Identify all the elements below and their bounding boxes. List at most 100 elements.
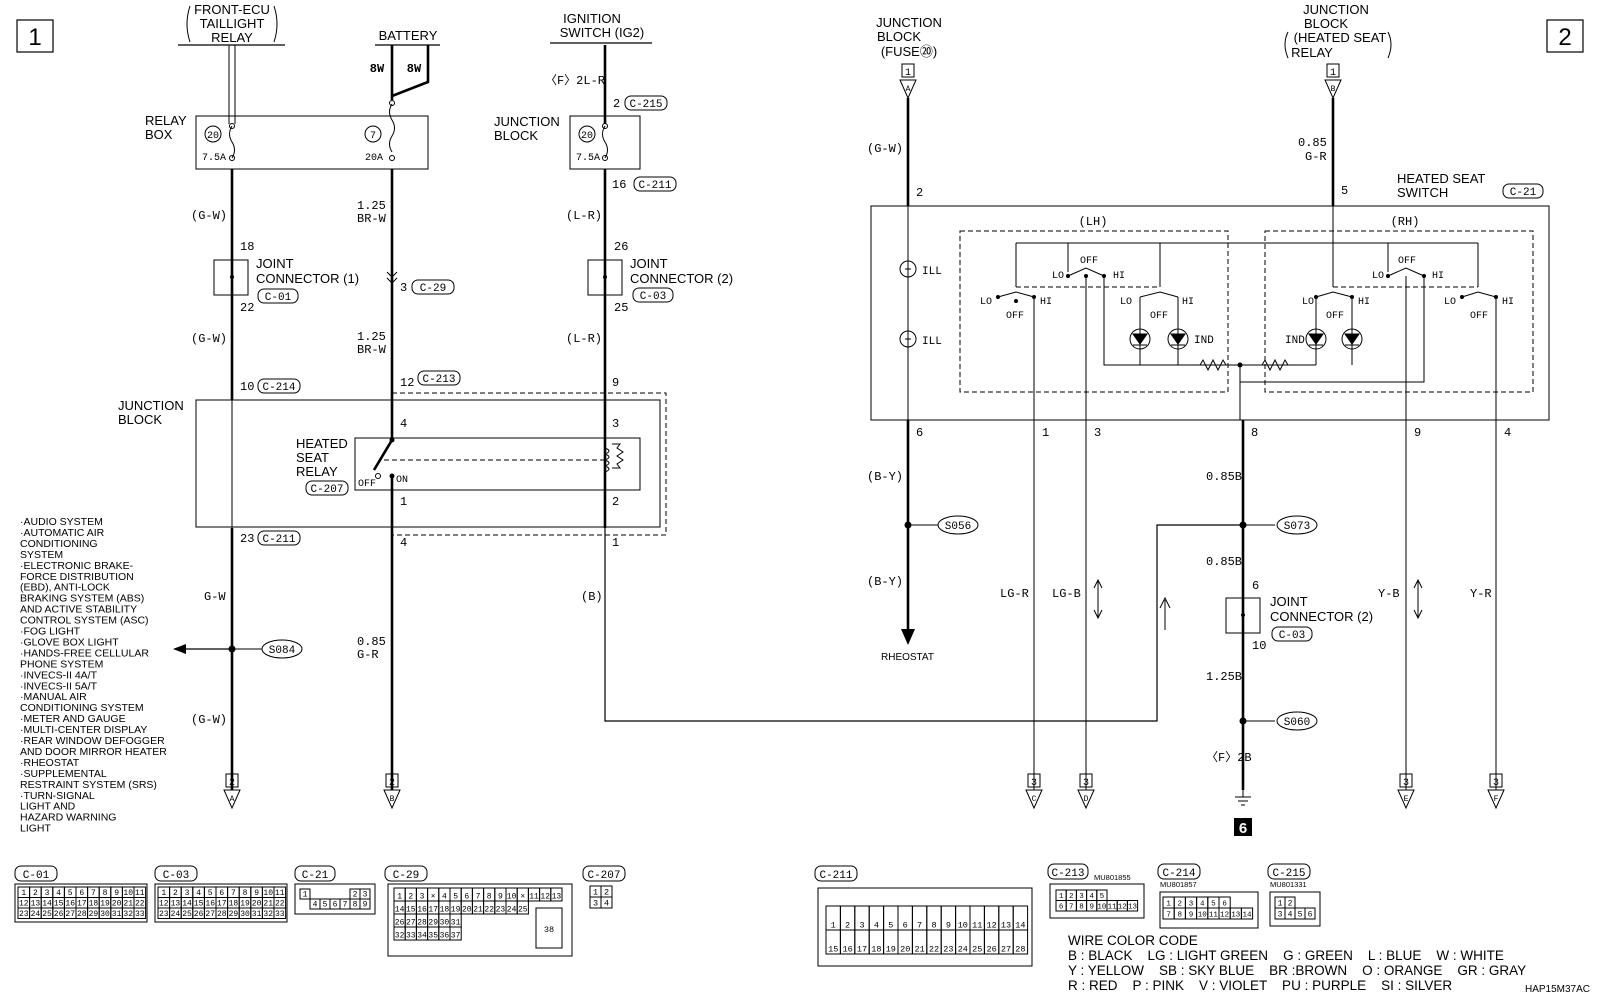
connector-label: C-29 xyxy=(393,870,419,882)
pin-number: 11 xyxy=(275,889,285,898)
pin-number: 10 xyxy=(507,893,517,902)
pin-number: 3 xyxy=(363,891,368,900)
pin-number: 1 xyxy=(831,921,836,931)
svg-text:TAILLIGHT: TAILLIGHT xyxy=(200,16,265,31)
pin-number: 32 xyxy=(123,910,133,919)
pin-number: 2 xyxy=(1288,900,1293,909)
pin-number: 3 xyxy=(185,889,190,898)
pin-number: 22 xyxy=(484,906,494,915)
pin-number: 2 xyxy=(604,888,609,898)
pin-number: 27 xyxy=(406,919,416,928)
pin-number: 2 xyxy=(845,921,850,931)
pin-number: 5 xyxy=(1298,911,1303,920)
svg-text:RELAY: RELAY xyxy=(1291,45,1333,60)
junction-block-middle: JUNCTION BLOCK 10 C-214 12 C-213 9 HEATE… xyxy=(118,370,667,550)
svg-text:A: A xyxy=(230,795,235,804)
svg-text:20: 20 xyxy=(207,131,219,142)
system-item: FORCE DISTRIBUTION xyxy=(20,571,134,583)
svg-text:JUNCTION: JUNCTION xyxy=(118,398,184,413)
connector-label: C-211 xyxy=(819,870,852,882)
pin-number: 13 xyxy=(552,893,562,902)
svg-text:7.5A: 7.5A xyxy=(576,153,600,164)
pin-number: 18 xyxy=(871,945,881,955)
battery-header: BATTERY 8W 8W xyxy=(370,28,440,76)
svg-text:JUNCTION: JUNCTION xyxy=(494,114,560,129)
svg-text:0.85: 0.85 xyxy=(357,635,386,649)
pin-number: 22 xyxy=(135,900,145,909)
pin-number: 34 xyxy=(417,932,427,941)
svg-text:G-R: G-R xyxy=(357,648,379,662)
pin-number: 33 xyxy=(135,910,145,919)
svg-text:S060: S060 xyxy=(1284,717,1310,729)
pin-number: 24 xyxy=(958,945,968,955)
svg-text:CONNECTOR (2): CONNECTOR (2) xyxy=(630,271,733,286)
pin-number: 2 xyxy=(33,889,38,898)
pin-number: 5 xyxy=(453,893,458,902)
pin-number: 31 xyxy=(112,910,122,919)
pin-number: 25 xyxy=(972,945,982,955)
pin-number: 4 xyxy=(874,921,879,931)
svg-text:3: 3 xyxy=(1083,778,1089,789)
pin-number: 17 xyxy=(857,945,867,955)
connector-label: C-21 xyxy=(302,870,329,882)
pin-number: 4 xyxy=(1089,893,1094,901)
svg-text:2: 2 xyxy=(613,97,620,111)
system-item: AND ACTIVE STABILITY xyxy=(20,604,137,616)
connector-label: C-214 xyxy=(1162,868,1195,880)
svg-text:RELAY: RELAY xyxy=(296,464,338,479)
jb-hsr-header: JUNCTION BLOCK (HEATED SEAT RELAY xyxy=(1284,2,1392,60)
pin-number: 2 xyxy=(1178,901,1183,909)
svg-text:CONNECTOR (1): CONNECTOR (1) xyxy=(256,271,359,286)
pin-number: 3 xyxy=(1189,901,1194,909)
pin-number: 6 xyxy=(464,893,469,902)
svg-text:BR-W: BR-W xyxy=(357,343,387,357)
svg-text:C-213: C-213 xyxy=(422,374,455,386)
pin-number: 9 xyxy=(498,893,503,902)
system-item: SYSTEM xyxy=(20,549,63,561)
svg-text:Y-R: Y-R xyxy=(1470,587,1492,601)
pin-number: 14 xyxy=(42,900,52,909)
wire-taillight-feed xyxy=(228,45,236,124)
svg-text:(G-W): (G-W) xyxy=(191,713,227,727)
pin-number: 18 xyxy=(89,900,99,909)
pin-number: 17 xyxy=(217,900,227,909)
pin-number: 8 xyxy=(103,889,108,898)
svg-text:C-03: C-03 xyxy=(640,291,666,303)
system-item: ·METER AND GAUGE xyxy=(20,713,126,725)
pin-number: 1 xyxy=(21,889,26,898)
svg-text:D: D xyxy=(1084,795,1089,804)
joint-connector-2-right: 6 10 JOINT CONNECTOR (2) C-03 xyxy=(1225,579,1373,653)
svg-text:HI: HI xyxy=(1358,297,1370,308)
pin-number: 19 xyxy=(451,906,461,915)
system-item: CONTROL SYSTEM (ASC) xyxy=(20,615,149,627)
system-item: ·INVECS-II 4A/T xyxy=(20,669,98,681)
arrow-to-2b: 2 B xyxy=(383,773,401,810)
svg-text:BLOCK: BLOCK xyxy=(1304,16,1348,31)
pin-number: 26 xyxy=(54,910,64,919)
pin-number: 15 xyxy=(54,900,64,909)
svg-text:BR-W: BR-W xyxy=(357,212,387,226)
pin-number: 11 xyxy=(529,893,539,902)
pin-number: 8 xyxy=(1178,912,1183,920)
pin-number: 1 xyxy=(1166,901,1171,909)
svg-text:18: 18 xyxy=(240,240,254,254)
svg-text:S056: S056 xyxy=(945,521,971,533)
pin-number: 6 xyxy=(1308,911,1313,920)
system-item: ·RHEOSTAT xyxy=(20,757,80,769)
svg-text:A: A xyxy=(906,85,911,94)
connector-arrow-3c: 3C xyxy=(1025,773,1043,810)
svg-text:OFF: OFF xyxy=(1326,311,1344,322)
pin-number: 23 xyxy=(19,910,29,919)
svg-text:1: 1 xyxy=(612,536,619,550)
svg-text:C: C xyxy=(1032,795,1037,804)
pin-number: 11 xyxy=(972,921,982,931)
svg-text:RELAY: RELAY xyxy=(211,30,253,45)
svg-text:10: 10 xyxy=(1252,639,1266,653)
pin-number: 11 xyxy=(1209,912,1219,920)
svg-text:20A: 20A xyxy=(365,153,383,164)
